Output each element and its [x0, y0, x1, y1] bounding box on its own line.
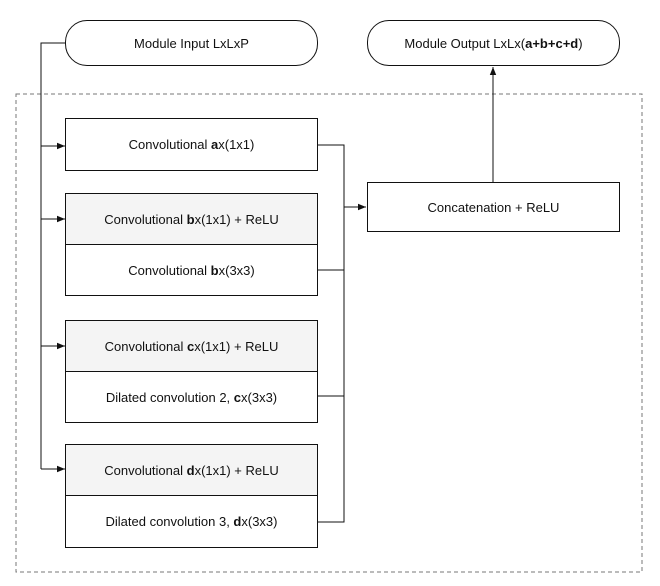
branch-c-conv1-node: Convolutional cx(1x1) + ReLU [65, 320, 318, 372]
concatenation-label: Concatenation + ReLU [427, 199, 560, 215]
branch-a-conv-node: Convolutional ax(1x1) [65, 118, 318, 171]
module-boundary [15, 93, 643, 573]
module-output-node: Module Output LxLx(a+b+c+d) [367, 20, 620, 66]
branch-merge-line [318, 144, 345, 523]
module-input-label: Module Input LxLxP [134, 35, 249, 51]
branch-c-conv2-label: Dilated convolution 2, cx(3x3) [105, 389, 278, 405]
branch-d-conv1-node: Convolutional dx(1x1) + ReLU [65, 444, 318, 496]
branch-d-conv2-node: Dilated convolution 3, dx(3x3) [65, 495, 318, 548]
branch-b-conv1-label: Convolutional bx(1x1) + ReLU [104, 211, 279, 227]
branch-b-conv1-node: Convolutional bx(1x1) + ReLU [65, 193, 318, 245]
input-trunk-line [40, 42, 66, 469]
branch-c-conv2-node: Dilated convolution 2, cx(3x3) [65, 371, 318, 423]
branch-b-conv2-label: Convolutional bx(3x3) [128, 262, 255, 278]
branch-c-conv1-label: Convolutional cx(1x1) + ReLU [104, 338, 279, 354]
branch-b-conv2-node: Convolutional bx(3x3) [65, 244, 318, 296]
module-output-label: Module Output LxLx(a+b+c+d) [404, 35, 583, 51]
branch-a-conv-label: Convolutional ax(1x1) [128, 137, 255, 152]
branch-d-conv1-label: Convolutional dx(1x1) + ReLU [104, 462, 279, 478]
concatenation-node: Concatenation + ReLU [367, 182, 620, 232]
branch-d-conv2-label: Dilated convolution 3, dx(3x3) [105, 514, 278, 529]
module-input-node: Module Input LxLxP [65, 20, 318, 66]
